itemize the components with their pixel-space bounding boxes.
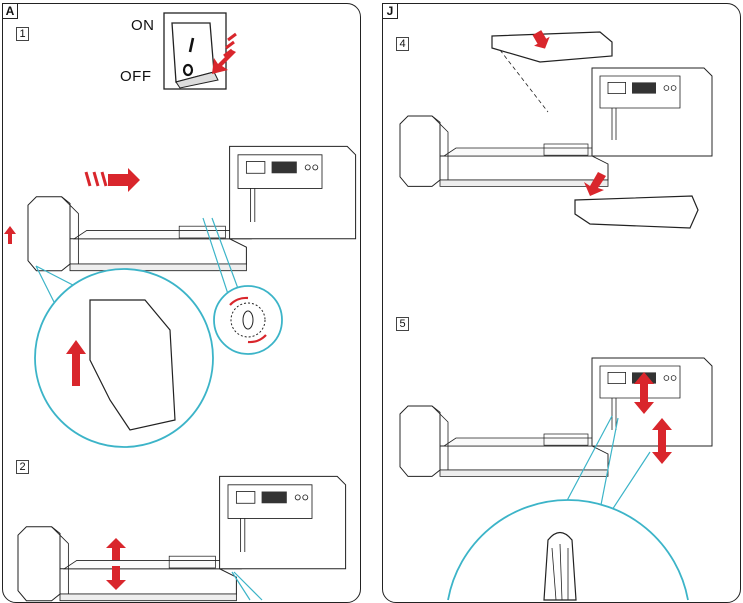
- rotate-arrows-icon: [229, 296, 267, 344]
- panel-letter: J: [382, 3, 398, 19]
- on-label: ON: [131, 17, 155, 34]
- step-number: 4: [396, 37, 409, 51]
- lift-arrow-icon: [532, 30, 606, 196]
- step-number: 5: [396, 317, 409, 331]
- power-switch-icon: [163, 12, 227, 90]
- embroidery-cover: [491, 31, 699, 229]
- detail-callout: [34, 217, 283, 448]
- step-number: 2: [16, 460, 29, 474]
- step-number: 1: [16, 27, 29, 41]
- push-arrow-icon: [212, 32, 237, 74]
- detail-callout: [447, 415, 689, 601]
- off-label: OFF: [120, 68, 152, 85]
- panel-letter: A: [2, 3, 18, 19]
- lift-arrow-icon: [4, 226, 16, 244]
- push-arrow-icon: [84, 168, 140, 192]
- lift-arrow-icon: [634, 372, 672, 464]
- lift-arrow-icon: [106, 538, 126, 590]
